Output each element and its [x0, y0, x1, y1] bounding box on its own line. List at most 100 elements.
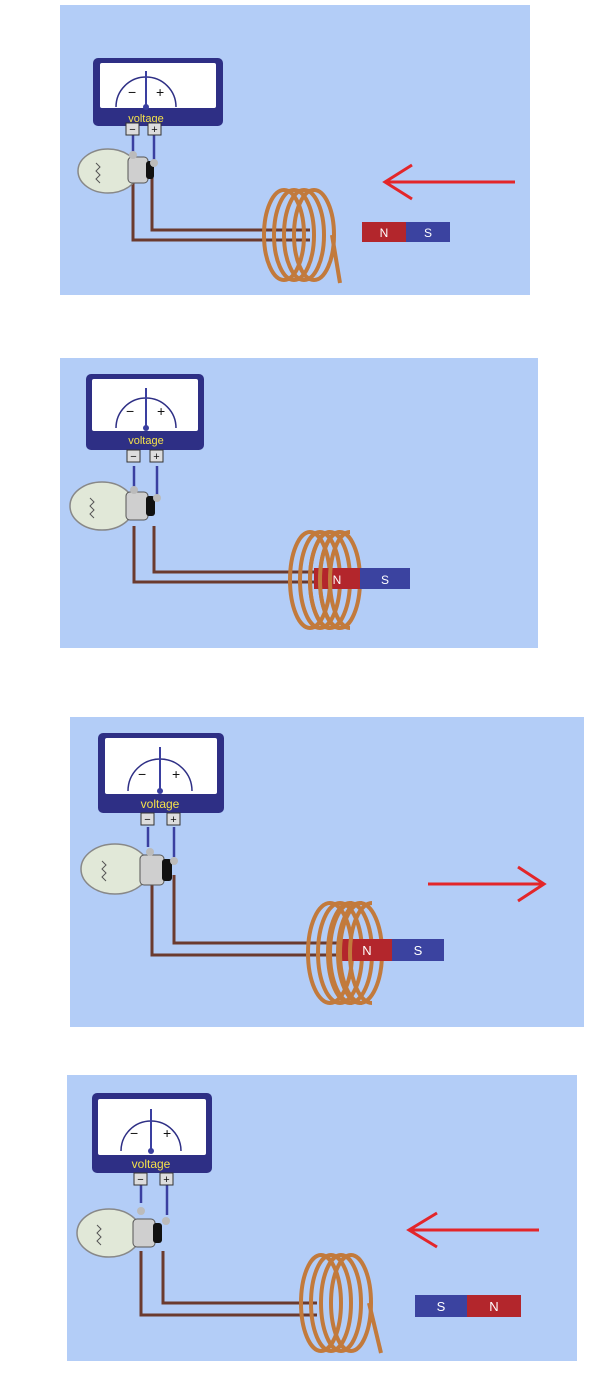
- terminal-positive-sign: +: [170, 814, 176, 826]
- bar-magnet: S N: [415, 1295, 521, 1317]
- meter-minus: −: [138, 766, 146, 782]
- bulb-contact-1: [146, 848, 154, 856]
- bulb-base: [132, 1218, 156, 1248]
- meter-label: voltage: [141, 797, 180, 811]
- light-bulb: [76, 1207, 170, 1258]
- induction-diagram-3: − + voltage − + N S: [80, 733, 547, 1005]
- bulb-contact-1: [130, 486, 138, 494]
- panel-4: − + voltage − + S N: [67, 1075, 577, 1361]
- terminal-positive-sign: +: [151, 124, 157, 136]
- terminal-negative-sign: −: [130, 451, 136, 463]
- terminal-positive: [166, 812, 181, 826]
- meter-pivot: [143, 104, 149, 110]
- magnet-label-left: S: [437, 1299, 446, 1314]
- meter-plus: +: [172, 766, 180, 782]
- bulb-filament: [89, 497, 95, 519]
- bulb-filament: [95, 162, 101, 184]
- terminal-negative-sign: −: [144, 814, 150, 826]
- voltmeter: − + voltage − +: [98, 733, 224, 826]
- bulb-glass: [69, 481, 135, 531]
- magnet-label-left: N: [380, 226, 389, 240]
- induction-diagram-1: − + voltage − + N: [77, 58, 515, 284]
- light-bulb: [69, 481, 161, 531]
- bulb-glass: [80, 843, 150, 895]
- coil-front: [328, 901, 373, 1005]
- meter-plus: +: [163, 1125, 171, 1141]
- wire-positive: [161, 1251, 317, 1305]
- voltmeter: − + voltage − +: [92, 1093, 212, 1186]
- terminal-positive: [159, 1172, 174, 1186]
- motion-arrow-left: [406, 1211, 539, 1249]
- meter-label: voltage: [128, 113, 163, 125]
- meter-minus: −: [128, 84, 136, 100]
- magnet-label-right: S: [424, 226, 432, 240]
- bulb-contact-1: [137, 1207, 145, 1215]
- light-bulb: [77, 148, 158, 194]
- coil: [299, 1253, 383, 1354]
- meter-minus: −: [130, 1125, 138, 1141]
- bulb-contact-2: [153, 494, 161, 502]
- wire-positive: [172, 875, 360, 945]
- bar-magnet: N S: [342, 939, 444, 961]
- terminal-negative: [133, 1172, 148, 1186]
- panel-1: − + voltage − + N: [60, 5, 530, 295]
- bulb-glass: [76, 1208, 142, 1258]
- bulb-tip: [162, 859, 172, 881]
- wire-negative: [139, 1251, 317, 1317]
- meter-label: voltage: [132, 1157, 171, 1171]
- bulb-filament: [96, 1224, 102, 1246]
- meter-pivot: [148, 1148, 154, 1154]
- panel-2: − + voltage − + N S: [60, 358, 538, 648]
- wire-negative: [150, 875, 360, 957]
- terminal-positive-sign: +: [163, 1174, 169, 1186]
- light-bulb: [80, 843, 178, 895]
- bar-magnet: N S: [362, 222, 450, 242]
- bulb-tip: [153, 1223, 162, 1243]
- magnet-label-right: N: [489, 1299, 498, 1314]
- bulb-contact-2: [162, 1217, 170, 1225]
- magnet-north-half: [314, 568, 360, 589]
- meter-plus: +: [157, 403, 165, 419]
- magnet-south-half: [406, 222, 450, 242]
- voltmeter: − + voltage − +: [93, 58, 223, 136]
- terminal-negative: [140, 812, 155, 826]
- wire-positive: [152, 526, 320, 574]
- bulb-contact-2: [170, 857, 178, 865]
- terminal-negative-sign: −: [137, 1174, 143, 1186]
- wire-negative: [131, 165, 310, 242]
- magnet-label-right: S: [414, 943, 423, 958]
- terminal-positive: [149, 449, 164, 463]
- magnet-north-half: [362, 222, 406, 242]
- meter-face: [100, 63, 216, 108]
- magnet-south-half: [415, 1295, 467, 1317]
- coil: [262, 188, 342, 284]
- bulb-base: [139, 854, 165, 886]
- terminal-negative-sign: −: [129, 124, 135, 136]
- magnet-north-half: [342, 939, 392, 961]
- wire-negative: [132, 526, 320, 584]
- meter-pivot: [143, 425, 149, 431]
- terminal-negative: [126, 449, 141, 463]
- coil-front: [308, 530, 351, 630]
- motion-arrow-right: [428, 865, 547, 903]
- bulb-base: [125, 491, 149, 521]
- terminal-negative: [125, 122, 140, 136]
- magnet-north-half: [467, 1295, 521, 1317]
- bar-magnet: N S: [314, 568, 410, 589]
- panel-3: − + voltage − + N S: [70, 717, 584, 1027]
- meter-minus: −: [126, 403, 134, 419]
- meter-pivot: [157, 788, 163, 794]
- induction-diagram-2: − + voltage − + N S: [69, 374, 410, 630]
- bulb-contact-1: [129, 151, 137, 159]
- magnet-label-left: N: [362, 943, 371, 958]
- terminal-positive: [147, 122, 162, 136]
- magnet-south-half: [360, 568, 410, 589]
- induction-diagram-4: − + voltage − + S N: [76, 1093, 539, 1354]
- meter-plus: +: [156, 84, 164, 100]
- bulb-contact-2: [150, 159, 158, 167]
- bulb-base: [127, 156, 149, 184]
- meter-label: voltage: [128, 435, 163, 447]
- wire-positive: [150, 165, 310, 232]
- bulb-tip: [146, 496, 155, 516]
- motion-arrow-left: [382, 163, 515, 201]
